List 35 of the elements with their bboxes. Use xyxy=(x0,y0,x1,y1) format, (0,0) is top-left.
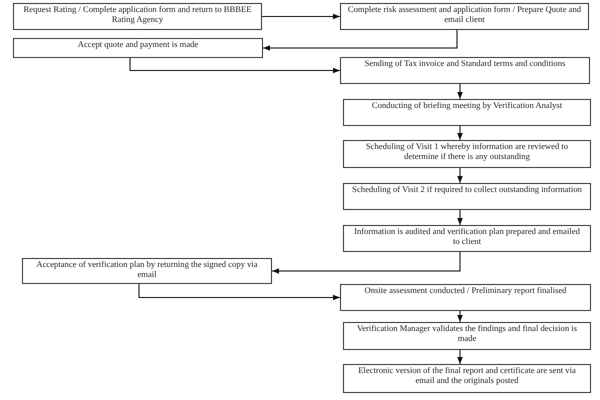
step-text: Scheduling of Visit 2 if required to collect outstanding information xyxy=(352,185,582,195)
process-box xyxy=(13,38,263,58)
step-text: Acceptance of verification plan by returning the signed copy via email xyxy=(35,260,259,280)
process-box xyxy=(343,140,591,168)
step-text: Scheduling of Visit 1 whereby information are reviewed to determine if there is any outstanding xyxy=(364,142,570,162)
step-text: Request Rating / Complete application form and return to BBBEE Rating Agency xyxy=(22,5,252,24)
process-box xyxy=(22,258,272,284)
step-text: Sending of Tax invoice and Standard terms and conditions xyxy=(364,59,566,69)
arrow xyxy=(457,310,463,322)
step-text: Electronic version of the final report and certificate are sent via email and the originals posted xyxy=(357,366,577,386)
arrow xyxy=(262,30,458,51)
arrow xyxy=(457,168,463,184)
step-text: Accept quote and payment is made xyxy=(78,40,198,50)
arrow xyxy=(138,284,340,300)
arrow xyxy=(272,252,460,274)
arrow xyxy=(130,58,340,74)
process-box xyxy=(340,57,590,84)
step-text: Verification Manager validates the findings and final decision is made xyxy=(356,324,578,344)
arrow xyxy=(457,84,463,100)
process-box xyxy=(343,225,591,252)
process-box xyxy=(343,322,591,350)
arrow xyxy=(262,14,340,20)
arrow xyxy=(457,350,463,364)
process-box xyxy=(340,3,589,30)
arrow xyxy=(457,210,463,226)
process-box xyxy=(340,284,591,311)
arrow xyxy=(457,126,463,140)
step-text: Complete risk assessment and application form / Prepare Quote and email client xyxy=(347,5,582,24)
process-box xyxy=(343,99,591,126)
step-text: Onsite assessment conducted / Preliminary report finalised xyxy=(364,286,566,296)
process-box xyxy=(13,3,262,30)
step-text: Information is audited and verification plan prepared and emailed to client xyxy=(353,227,581,246)
step-text: Conducting of briefing meeting by Verification Analyst xyxy=(372,101,562,111)
process-box xyxy=(343,183,591,210)
process-box xyxy=(343,364,591,393)
